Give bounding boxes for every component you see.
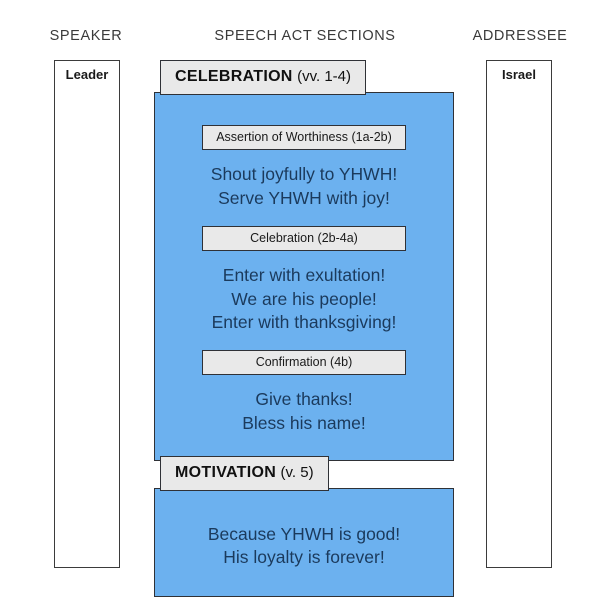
column-heading-speech-act-sections: SPEECH ACT SECTIONS [214, 28, 396, 44]
section-title-reference: (v. 5) [280, 463, 314, 481]
section-panel-celebration: Assertion of Worthiness (1a-2b) Shout jo… [154, 92, 454, 461]
section-title-motivation: MOTIVATION (v. 5) [160, 455, 329, 491]
speech-group-assertion: Shout joyfully to YHWH! Serve YHWH with … [165, 163, 443, 210]
speech-line: Bless his name! [242, 412, 366, 433]
speaker-column: Leader [54, 60, 120, 568]
addressee-column: Israel [486, 60, 552, 568]
section-title-reference: (vv. 1-4) [297, 68, 352, 85]
column-heading-speaker: SPEAKER [49, 28, 123, 44]
sub-label-celebration: Celebration (2b-4a) [202, 225, 406, 251]
sub-label-confirmation: Confirmation (4b) [202, 349, 406, 376]
speech-group-celebration: Enter with exultation! We are his people… [165, 264, 443, 335]
sub-label-assertion-of-worthiness: Assertion of Worthiness (1a-2b) [202, 125, 406, 151]
section-celebration: CELEBRATION (vv. 1-4) Assertion of Worth… [154, 60, 454, 461]
section-title-name: MOTIVATION [175, 463, 277, 481]
speech-line: We are his people! [231, 288, 377, 309]
speech-line: Give thanks! [255, 389, 353, 410]
column-heading-addressee: ADDRESSEE [472, 28, 568, 44]
section-motivation: MOTIVATION (v. 5) Because YHWH is good! … [154, 455, 454, 597]
speech-line: His loyalty is forever! [223, 547, 385, 568]
speech-line: Because YHWH is good! [207, 523, 401, 544]
speech-group-confirmation: Give thanks! Bless his name! [165, 388, 443, 435]
section-title-celebration: CELEBRATION (vv. 1-4) [160, 60, 367, 95]
section-panel-motivation: Because YHWH is good! His loyalty is for… [154, 487, 454, 597]
speech-line: Enter with exultation! [222, 265, 386, 285]
speech-group-motivation: Because YHWH is good! His loyalty is for… [165, 523, 443, 570]
speech-line: Shout joyfully to YHWH! [210, 164, 398, 185]
speech-line: Enter with thanksgiving! [211, 312, 397, 333]
speech-act-sections-stack: CELEBRATION (vv. 1-4) Assertion of Worth… [154, 60, 454, 597]
addressee-label: Israel [502, 67, 536, 82]
speech-line: Serve YHWH with joy! [218, 188, 390, 208]
speaker-label: Leader [65, 67, 109, 82]
section-title-name: CELEBRATION [175, 68, 293, 85]
